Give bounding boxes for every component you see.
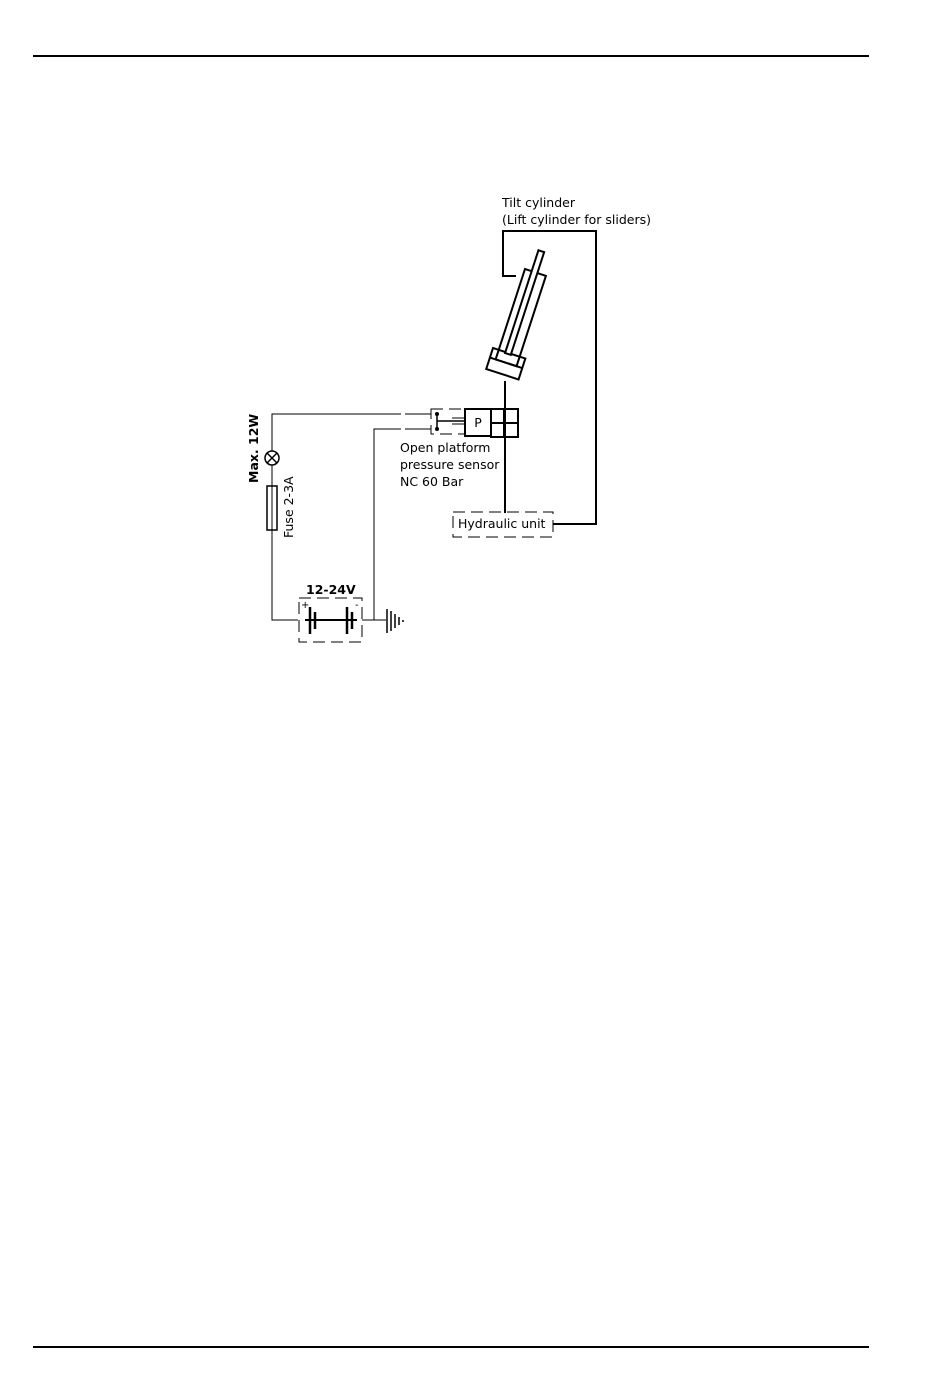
- battery-voltage-label: 12-24V: [306, 582, 356, 597]
- hydraulic-line-cylinder-top-return: [503, 231, 596, 524]
- wire-sensor-to-ground: [362, 429, 401, 620]
- sensor-symbol-p: P: [474, 415, 482, 430]
- hydraulic-unit-label: Hydraulic unit: [458, 516, 546, 531]
- sensor-label-line1: Open platform: [400, 440, 490, 455]
- tilt-cylinder-label: Tilt cylinder: [501, 195, 576, 210]
- tilt-cylinder-sublabel: (Lift cylinder for sliders): [502, 212, 651, 227]
- pressure-sensor: P: [431, 409, 518, 437]
- fuse-symbol: [267, 486, 277, 530]
- hydraulic-unit: Hydraulic unit: [453, 512, 553, 537]
- fuse-rating-label: Fuse 2-3A: [281, 476, 296, 538]
- sensor-label-line2: pressure sensor: [400, 457, 500, 472]
- lamp-rating-label: Max. 12W: [246, 414, 261, 483]
- hydraulic-lines: [503, 231, 596, 524]
- battery-minus-label: -: [355, 600, 359, 611]
- wire-fuse-to-battery: [272, 530, 298, 620]
- ground-icon: [387, 609, 404, 633]
- wire-sensor-to-lamp: [272, 414, 401, 451]
- sensor-label-line3: NC 60 Bar: [400, 474, 464, 489]
- tilt-cylinder: [486, 246, 558, 379]
- battery-plus-label: +: [301, 600, 309, 611]
- lamp-symbol: [265, 451, 279, 465]
